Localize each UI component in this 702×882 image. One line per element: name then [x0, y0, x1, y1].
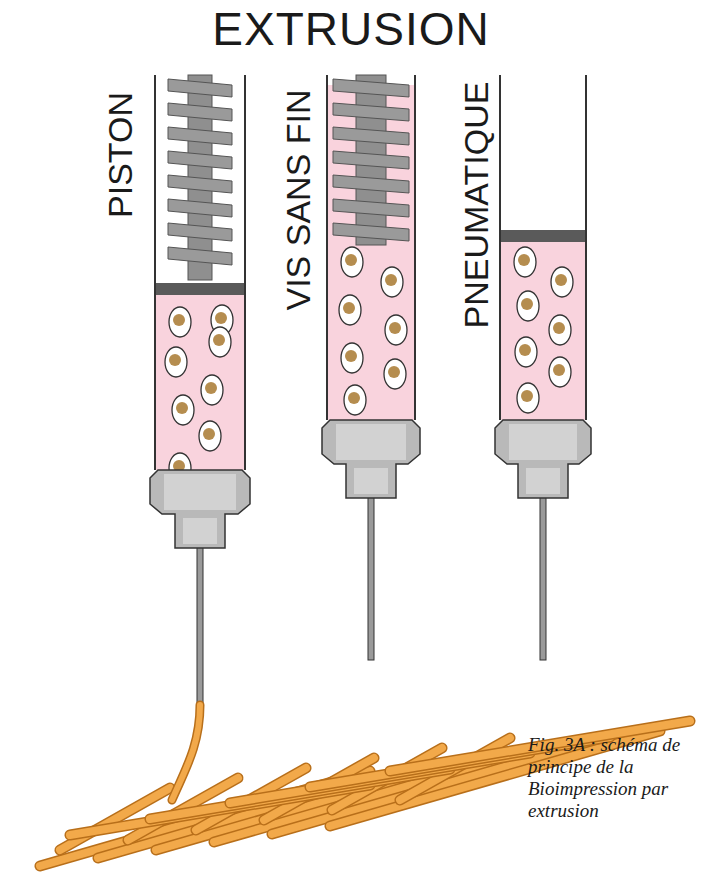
- screw-thread: [168, 103, 232, 121]
- cell-nucleus: [521, 298, 533, 310]
- cell-nucleus: [385, 274, 397, 286]
- cell-nucleus: [389, 322, 401, 334]
- cell: [172, 395, 194, 425]
- extruded-filament-outline: [172, 705, 200, 800]
- screw-thread: [333, 103, 409, 121]
- needle: [368, 490, 374, 660]
- cell: [549, 357, 571, 387]
- cell-nucleus: [555, 274, 567, 286]
- needle: [197, 540, 203, 705]
- cell: [517, 291, 539, 321]
- method-label: VIS SANS FIN: [279, 89, 318, 310]
- screw-thread: [333, 151, 409, 169]
- needle-hub: [322, 420, 420, 498]
- figure-caption: Fig. 3A : schéma de principe de la Bioim…: [528, 734, 688, 821]
- syringe: [322, 75, 420, 660]
- cell: [381, 267, 403, 297]
- cell: [384, 359, 406, 389]
- cell-nucleus: [518, 254, 530, 266]
- syringe: [150, 75, 250, 705]
- cell-nucleus: [521, 390, 533, 402]
- cell-nucleus: [343, 302, 355, 314]
- cell: [549, 315, 571, 345]
- cell-nucleus: [169, 354, 181, 366]
- bioink: [327, 85, 415, 420]
- cell-nucleus: [176, 402, 188, 414]
- screw-thread: [168, 79, 232, 97]
- hub-highlight: [183, 518, 217, 544]
- plunger: [500, 230, 586, 242]
- bioink: [500, 242, 586, 420]
- cell: [517, 383, 539, 413]
- cell-nucleus: [215, 312, 227, 324]
- cell: [341, 247, 363, 277]
- cell: [341, 343, 363, 373]
- cell-nucleus: [203, 428, 215, 440]
- cell-nucleus: [205, 382, 217, 394]
- hub-highlight: [164, 474, 236, 510]
- hub-highlight: [526, 468, 560, 494]
- needle: [540, 490, 546, 660]
- cell-nucleus: [173, 314, 185, 326]
- screw-thread: [168, 127, 232, 145]
- method-label: PISTON: [101, 92, 140, 218]
- extruded-filament: [172, 705, 200, 800]
- cell-nucleus: [345, 254, 357, 266]
- cell-nucleus: [519, 344, 531, 356]
- barrel-interior: [155, 75, 245, 470]
- cell: [165, 347, 187, 377]
- method-label: PNEUMATIQUE: [457, 82, 496, 329]
- screw-thread: [333, 199, 409, 217]
- screw-thread: [333, 223, 409, 241]
- hub-highlight: [509, 424, 577, 460]
- cell: [515, 337, 537, 367]
- cell-nucleus: [388, 366, 400, 378]
- printed-lattice: [40, 721, 690, 866]
- cell-nucleus: [348, 392, 360, 404]
- barrel-interior: [327, 75, 415, 420]
- screw-thread: [168, 151, 232, 169]
- cell: [514, 247, 536, 277]
- cell-nucleus: [553, 364, 565, 376]
- cell-nucleus: [345, 350, 357, 362]
- plunger: [155, 283, 245, 295]
- screw-thread: [168, 247, 232, 265]
- cell: [344, 385, 366, 415]
- screw-thread: [168, 199, 232, 217]
- barrel-wall: [499, 75, 501, 420]
- screw-thread: [168, 223, 232, 241]
- barrel-wall: [326, 75, 328, 420]
- cell: [551, 267, 573, 297]
- hub-highlight: [336, 424, 406, 460]
- hub-highlight: [354, 468, 388, 494]
- cell-nucleus: [553, 322, 565, 334]
- cell: [339, 295, 361, 325]
- cell: [199, 421, 221, 451]
- syringe: [495, 75, 591, 660]
- cell: [385, 315, 407, 345]
- screw-thread: [333, 175, 409, 193]
- cell-nucleus: [213, 334, 225, 346]
- cell: [201, 375, 223, 405]
- diagram-title: EXTRUSION: [212, 2, 489, 56]
- barrel-interior: [500, 75, 586, 420]
- barrel-wall: [154, 75, 156, 470]
- cell: [209, 327, 231, 357]
- screw-thread: [333, 79, 409, 97]
- bioink: [155, 295, 245, 470]
- screw-thread: [333, 127, 409, 145]
- needle-hub: [150, 470, 250, 548]
- screw-thread: [168, 175, 232, 193]
- barrel-wall: [414, 75, 416, 420]
- needle-hub: [495, 420, 591, 498]
- barrel-wall: [244, 75, 246, 470]
- cell: [169, 307, 191, 337]
- barrel-wall: [585, 75, 587, 420]
